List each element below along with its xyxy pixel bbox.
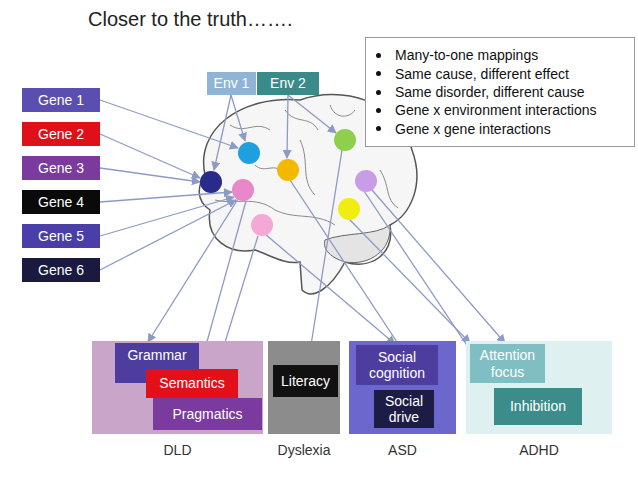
- cerebellum: [324, 225, 390, 263]
- trait-box: Social cognition: [356, 345, 438, 385]
- disorder-label: Dyslexia: [258, 442, 350, 458]
- bullet-row: Same cause, different effect: [372, 64, 569, 82]
- bullet-row: Gene x environment interactions: [372, 101, 597, 119]
- disorder-band: DLDGrammarSemanticsPragmatics: [92, 341, 263, 434]
- box-label: Gene 4: [38, 194, 84, 210]
- bullet-text: Same cause, different effect: [395, 66, 569, 82]
- disorder-band: ADHDAttention focusInhibition: [466, 341, 612, 434]
- gene-box: Gene 1: [22, 88, 100, 112]
- disorder-label: ASD: [339, 442, 466, 458]
- disorder-label: ADHD: [456, 442, 622, 458]
- box-label: Attention focus: [470, 347, 545, 379]
- bullet-text: Same disorder, different cause: [395, 84, 585, 100]
- bullet-row: Same disorder, different cause: [372, 83, 585, 101]
- box-label: Social drive: [374, 393, 434, 425]
- slide-title: Closer to the truth…….: [88, 8, 293, 31]
- gene-box: Gene 2: [22, 122, 100, 146]
- bullet-dot: [376, 126, 381, 131]
- box-label: Grammar: [127, 347, 186, 363]
- box-label: Social cognition: [356, 349, 438, 381]
- box-label: Gene 1: [38, 92, 84, 108]
- disorder-band: ASDSocial cognitionSocial drive: [349, 341, 456, 434]
- box-label: Env 1: [214, 75, 250, 91]
- trait-box: Literacy: [273, 365, 338, 397]
- bullet-dot: [376, 53, 381, 58]
- box-label: Gene 2: [38, 126, 84, 142]
- box-label: Literacy: [281, 373, 330, 389]
- bullet-text: Gene x environment interactions: [395, 102, 597, 118]
- trait-box: Attention focus: [470, 344, 545, 383]
- trait-box: Pragmatics: [153, 398, 262, 430]
- bullet-text: Many-to-one mappings: [395, 47, 538, 63]
- box-label: Env 2: [270, 75, 306, 91]
- gene-box: Gene 5: [22, 224, 100, 248]
- gene-box: Gene 3: [22, 156, 100, 180]
- box-label: Pragmatics: [172, 406, 242, 422]
- box-label: Semantics: [159, 375, 224, 391]
- disorder-label: DLD: [82, 442, 273, 458]
- bullet-text: Gene x gene interactions: [395, 121, 551, 137]
- bullet-dot: [376, 90, 381, 95]
- bullet-row: Gene x gene interactions: [372, 120, 551, 138]
- trait-box: Inhibition: [494, 388, 582, 425]
- box-label: Inhibition: [510, 398, 566, 414]
- brain-region: [200, 129, 377, 236]
- trait-box: Social drive: [374, 390, 434, 428]
- gene-box: Gene 6: [22, 258, 100, 282]
- bullet-dot: [376, 71, 381, 76]
- bullet-row: Many-to-one mappings: [372, 46, 538, 64]
- bullet-dot: [376, 108, 381, 113]
- environment-box: Env 2: [257, 72, 319, 95]
- box-label: Gene 6: [38, 262, 84, 278]
- box-label: Gene 5: [38, 228, 84, 244]
- box-label: Gene 3: [38, 160, 84, 176]
- disorder-band: DyslexiaLiteracy: [268, 341, 340, 434]
- environment-box: Env 1: [207, 72, 256, 95]
- bullet-list-box: Many-to-one mappingsSame cause, differen…: [365, 37, 635, 147]
- gene-box: Gene 4: [22, 190, 100, 214]
- trait-box: Semantics: [146, 369, 238, 398]
